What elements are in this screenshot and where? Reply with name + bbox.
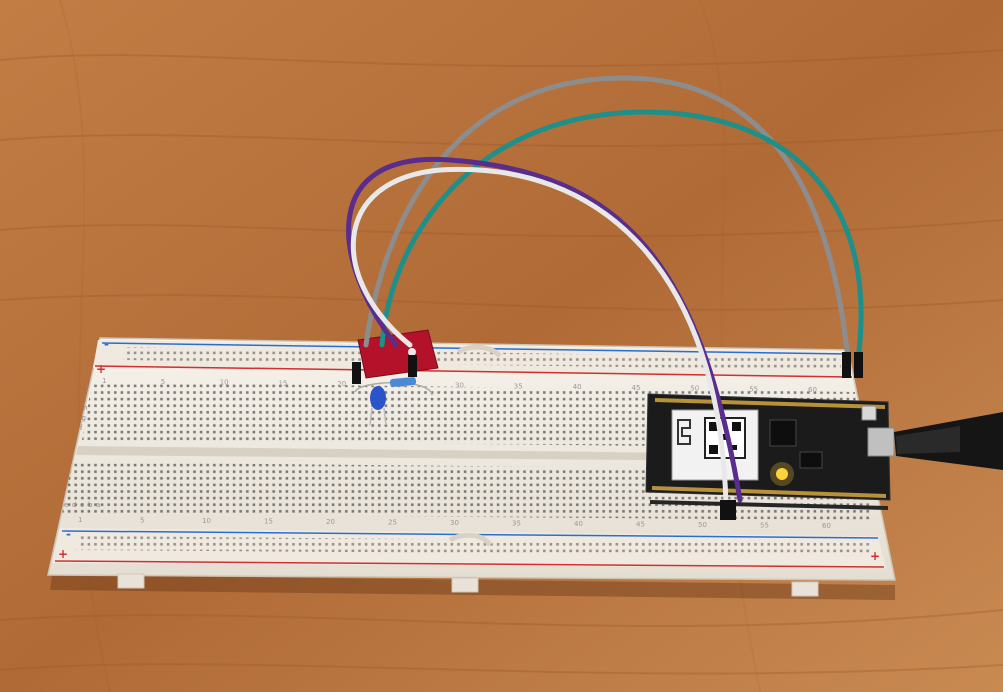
row-letter-top: j	[85, 384, 88, 392]
bottom-rail-red-line	[54, 560, 885, 568]
rail-plus-bottom-left: +	[58, 547, 68, 561]
top-rail-holes	[123, 347, 841, 370]
column-number-top: 5	[161, 378, 165, 386]
feather-board	[645, 393, 895, 510]
column-number-bottom: 1	[78, 516, 82, 524]
row-letter-bottom: a	[96, 501, 100, 509]
column-number-bottom: 45	[636, 521, 645, 529]
column-number-top: 10	[220, 379, 229, 387]
rail-plus-top-left: +	[96, 362, 106, 376]
rail-plus-bottom-right: +	[870, 549, 880, 563]
connector-purple-white	[720, 500, 736, 520]
column-number-bottom: 20	[326, 518, 335, 526]
wire-gray	[363, 75, 851, 363]
column-number-top: 35	[514, 382, 523, 390]
bottom-rail-holes	[76, 536, 872, 556]
feather-header-pins-bottom	[652, 486, 886, 498]
row-letter-top: i	[85, 394, 87, 402]
column-number-bottom: 60	[822, 522, 831, 530]
column-number-top: 50	[690, 385, 699, 393]
breadboard-clip-top	[456, 344, 502, 358]
row-letter-top: f	[80, 424, 83, 432]
column-number-bottom: 30	[450, 519, 459, 527]
column-number-bottom: 10	[202, 517, 211, 525]
breadboard-foot-center	[451, 577, 479, 593]
column-number-top: 55	[749, 385, 758, 393]
feather-regulator	[799, 451, 823, 469]
column-number-top: 40	[573, 383, 582, 391]
breadboard-foot-right	[791, 581, 819, 597]
row-letter-bottom: c	[80, 501, 84, 509]
connector-sensor-left	[352, 362, 361, 384]
connector-sensor-right	[408, 355, 417, 377]
column-number-bottom: 50	[698, 521, 707, 529]
wire-white	[350, 166, 729, 508]
rail-minus-top-left: -	[104, 337, 109, 351]
breadboard-foot-left	[117, 573, 145, 589]
feather-reset-button	[861, 405, 877, 421]
rail-minus-bottom-left: -	[66, 527, 71, 541]
column-number-top: 45	[632, 384, 641, 392]
wire-teal	[379, 109, 864, 363]
feather-usb-chip	[769, 419, 797, 447]
row-letter-bottom: b	[88, 501, 93, 509]
breadboard-clip-bottom	[448, 532, 493, 547]
sensor-breakout-board	[357, 329, 439, 379]
column-number-bottom: 40	[574, 520, 583, 528]
row-letter-bottom: e	[64, 501, 68, 509]
column-number-top: 1	[102, 377, 106, 385]
connector-teal	[854, 352, 863, 378]
resistor	[354, 377, 433, 396]
column-number-bottom: 25	[388, 519, 397, 527]
column-number-bottom: 5	[140, 517, 144, 525]
column-number-bottom: 55	[760, 522, 769, 530]
connector-gray	[842, 352, 851, 378]
column-number-top: 20	[337, 380, 346, 388]
feather-usb-port	[867, 427, 895, 457]
column-number-bottom: 15	[264, 518, 273, 526]
top-rail-red-line	[94, 365, 853, 378]
blue-capacitor	[369, 386, 387, 426]
column-number-top: 15	[279, 379, 288, 387]
row-letter-top: h	[83, 404, 87, 412]
row-letter-top: g	[82, 414, 86, 422]
row-letter-bottom: d	[72, 501, 76, 509]
column-number-top: 30	[455, 382, 464, 390]
column-number-bottom: 35	[512, 520, 521, 528]
column-number-top: 60	[808, 386, 817, 394]
status-led	[776, 468, 788, 480]
jumper-wires	[346, 75, 864, 508]
